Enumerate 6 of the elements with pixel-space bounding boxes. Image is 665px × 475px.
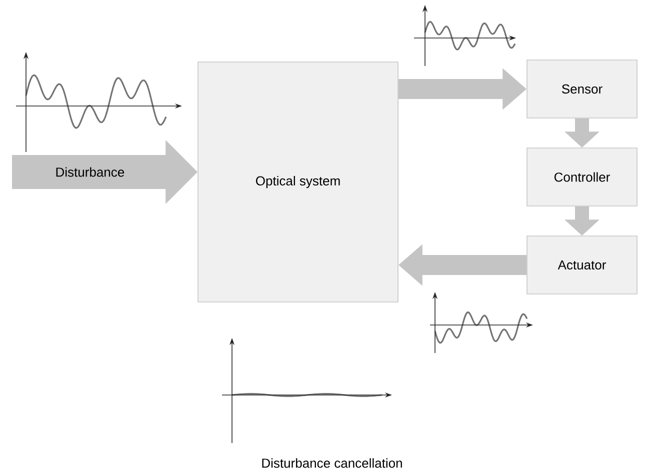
block-box: Sensor [526, 60, 638, 118]
edge-label: Disturbance [54, 166, 126, 178]
block-box: Actuator [526, 236, 638, 294]
block-box: Controller [526, 148, 638, 206]
caption-text: Disturbance cancellation [262, 458, 402, 468]
system-box: Optical system [198, 62, 398, 302]
